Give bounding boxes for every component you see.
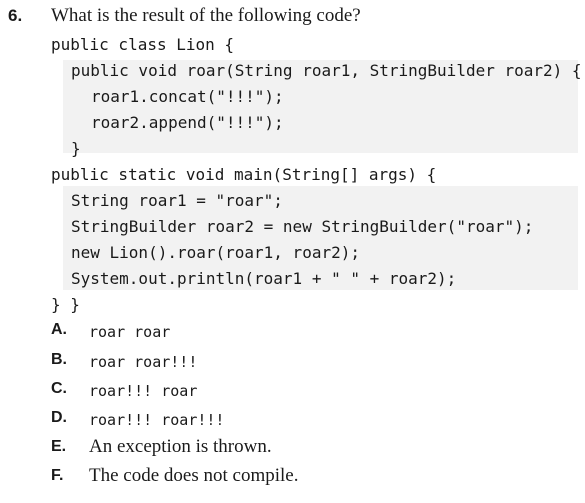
option-f-text: The code does not compile.	[89, 465, 299, 486]
code-line: } }	[51, 295, 80, 314]
option-b-letter: B.	[51, 351, 67, 368]
option-b-text: roar roar!!!	[89, 353, 198, 371]
option-f-letter: F.	[51, 467, 64, 484]
option-d-letter: D.	[51, 409, 67, 426]
code-line: System.out.println(roar1 + " " + roar2);	[71, 269, 457, 288]
option-e-letter: E.	[51, 438, 67, 455]
code-line: String roar1 = "roar";	[71, 191, 283, 210]
option-c-letter: C.	[51, 380, 67, 397]
question-number: 6.	[8, 6, 23, 25]
code-shade-block-1	[63, 60, 578, 153]
code-line: roar2.append("!!!");	[91, 113, 284, 132]
code-line: public void roar(String roar1, StringBui…	[71, 61, 582, 80]
option-a-text: roar roar	[89, 323, 171, 341]
option-e-text: An exception is thrown.	[89, 436, 272, 457]
code-line: }	[71, 139, 81, 158]
code-line: public static void main(String[] args) {	[51, 165, 437, 184]
option-d-text: roar!!! roar!!!	[89, 411, 225, 429]
code-line: new Lion().roar(roar1, roar2);	[71, 243, 360, 262]
question-text: What is the result of the following code…	[51, 5, 361, 26]
code-shade-block-2	[63, 186, 578, 290]
code-line: StringBuilder roar2 = new StringBuilder(…	[71, 217, 534, 236]
option-a-letter: A.	[51, 321, 67, 338]
option-c-text: roar!!! roar	[89, 382, 198, 400]
code-line: roar1.concat("!!!");	[91, 87, 284, 106]
code-line: public class Lion {	[51, 35, 235, 54]
